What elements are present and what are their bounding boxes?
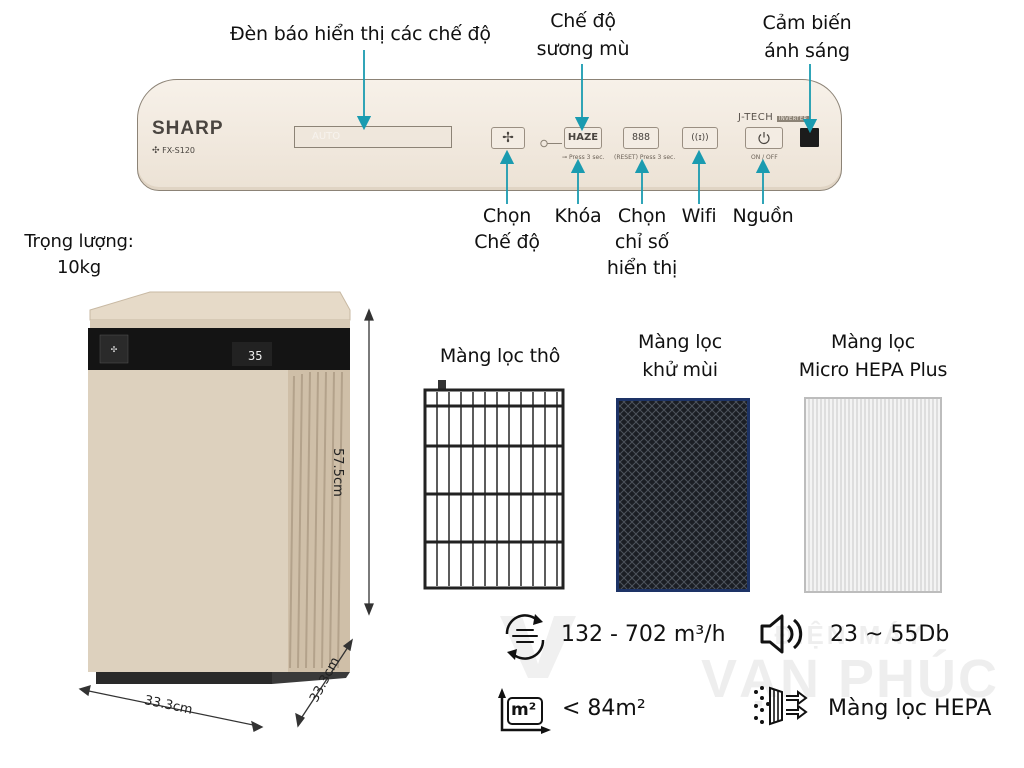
area-value: < 84m² [562,696,646,721]
noise-value: 23 ~ 55Db [830,622,950,647]
power-icon [758,132,770,145]
filter-carbon-label: Màng lọc khử mùi [600,330,760,382]
lock-slider-icon [540,133,562,148]
speaker-icon [760,614,803,654]
jtech-logo: J-TECH INVERTER [738,112,810,123]
label-display-indicator: Đèn báo hiển thị các chế độ [230,23,491,45]
lock-hint: ⊸ Press 3 sec. [562,154,604,161]
hepa-filter-icon [754,686,808,726]
label-index-select: Chọn chỉ số hiển thị [602,204,682,280]
purifier-display-value: 35 [248,349,262,363]
lock-hint-text: Press 3 sec. [568,154,605,161]
label-light-sensor: Cảm biến ánh sáng [752,11,862,63]
index-button[interactable]: 888 [623,127,659,149]
weight-title: Trọng lượng: [24,231,134,252]
display-auto-text: AUTO [312,131,341,142]
label-haze-mode: Chế độ sương mù [528,9,638,61]
filter-carbon-line-1: Màng lọc [638,331,722,353]
air-circulation-icon [505,614,545,660]
model-text: FX-S120 [162,146,196,155]
filter-hepa-line-1: Màng lọc [831,331,915,353]
coarse-filter-image [423,380,565,590]
svg-text:✣: ✣ [111,345,118,354]
power-hint: ON / OFF [751,154,778,161]
wifi-icon: ((ɪ)) [691,133,709,143]
plasmacluster-icon: ✣ [152,146,160,156]
digits-icon: 888 [631,132,651,143]
haze-label: HAZE [567,132,599,143]
filter-coarse-label: Màng lọc thô [420,344,580,368]
filter-hepa-line-2: Micro HEPA Plus [798,359,948,381]
label-sensor-line-2: ánh sáng [764,40,850,62]
label-mode-select: Chọn Chế độ [464,204,550,254]
filter-carbon-line-2: khử mùi [642,359,718,381]
carbon-filter-image [616,398,750,592]
mode-display: AUTO [294,126,452,148]
weight-value: 10kg [57,257,101,278]
label-haze-line-2: sương mù [536,38,630,60]
control-panel: SHARP ✣ FX-S120 AUTO ✢ HAZE ⊸ Press 3 se… [137,79,842,191]
label-sensor-line-1: Cảm biến [762,12,852,34]
fan-icon: ✢ [502,130,514,146]
filter-type-value: Màng lọc HEPA [828,696,992,721]
watermark: ĐIỆN MÁY VẠN PHÚC [700,620,1000,707]
label-mode-line-1: Chọn [482,205,532,227]
weight-label: Trọng lượng: 10kg [14,230,144,280]
mode-button[interactable]: ✢ [491,127,525,149]
model-label: ✣ FX-S120 [152,146,195,156]
label-power: Nguồn [732,205,794,227]
filter-hepa-label: Màng lọc Micro HEPA Plus [788,330,958,382]
area-icon-text: m² [511,700,537,720]
label-index-line-2: chỉ số [614,231,670,253]
watermark-logo [498,612,578,682]
label-haze-line-1: Chế độ [550,10,616,32]
area-m2-icon: m² [497,686,551,736]
airflow-value: 132 - 702 m³/h [561,622,726,647]
reset-hint: (RESET) Press 3 sec. [614,154,676,161]
label-index-line-3: hiển thị [606,257,678,279]
key-icon: ⊸ [562,154,568,161]
filter-coarse-line-1: Màng lọc thô [439,345,561,367]
label-lock: Khóa [554,205,602,227]
label-index-line-1: Chọn [617,205,667,227]
watermark-line-2: VẠN PHÚC [700,649,1000,709]
hepa-filter-image [804,397,942,593]
purifier-illustration: ✣ 35 [78,291,374,732]
wifi-button[interactable]: ((ɪ)) [682,127,718,149]
power-button[interactable] [745,127,783,149]
label-mode-line-2: Chế độ [474,231,540,253]
annotation-arrows [356,50,818,204]
label-wifi: Wifi [681,205,717,227]
height-label: 57.5cm [330,448,345,497]
inverter-badge: INVERTER [776,116,810,122]
jtech-text: J-TECH [738,112,774,123]
brand-logo: SHARP [152,118,224,139]
